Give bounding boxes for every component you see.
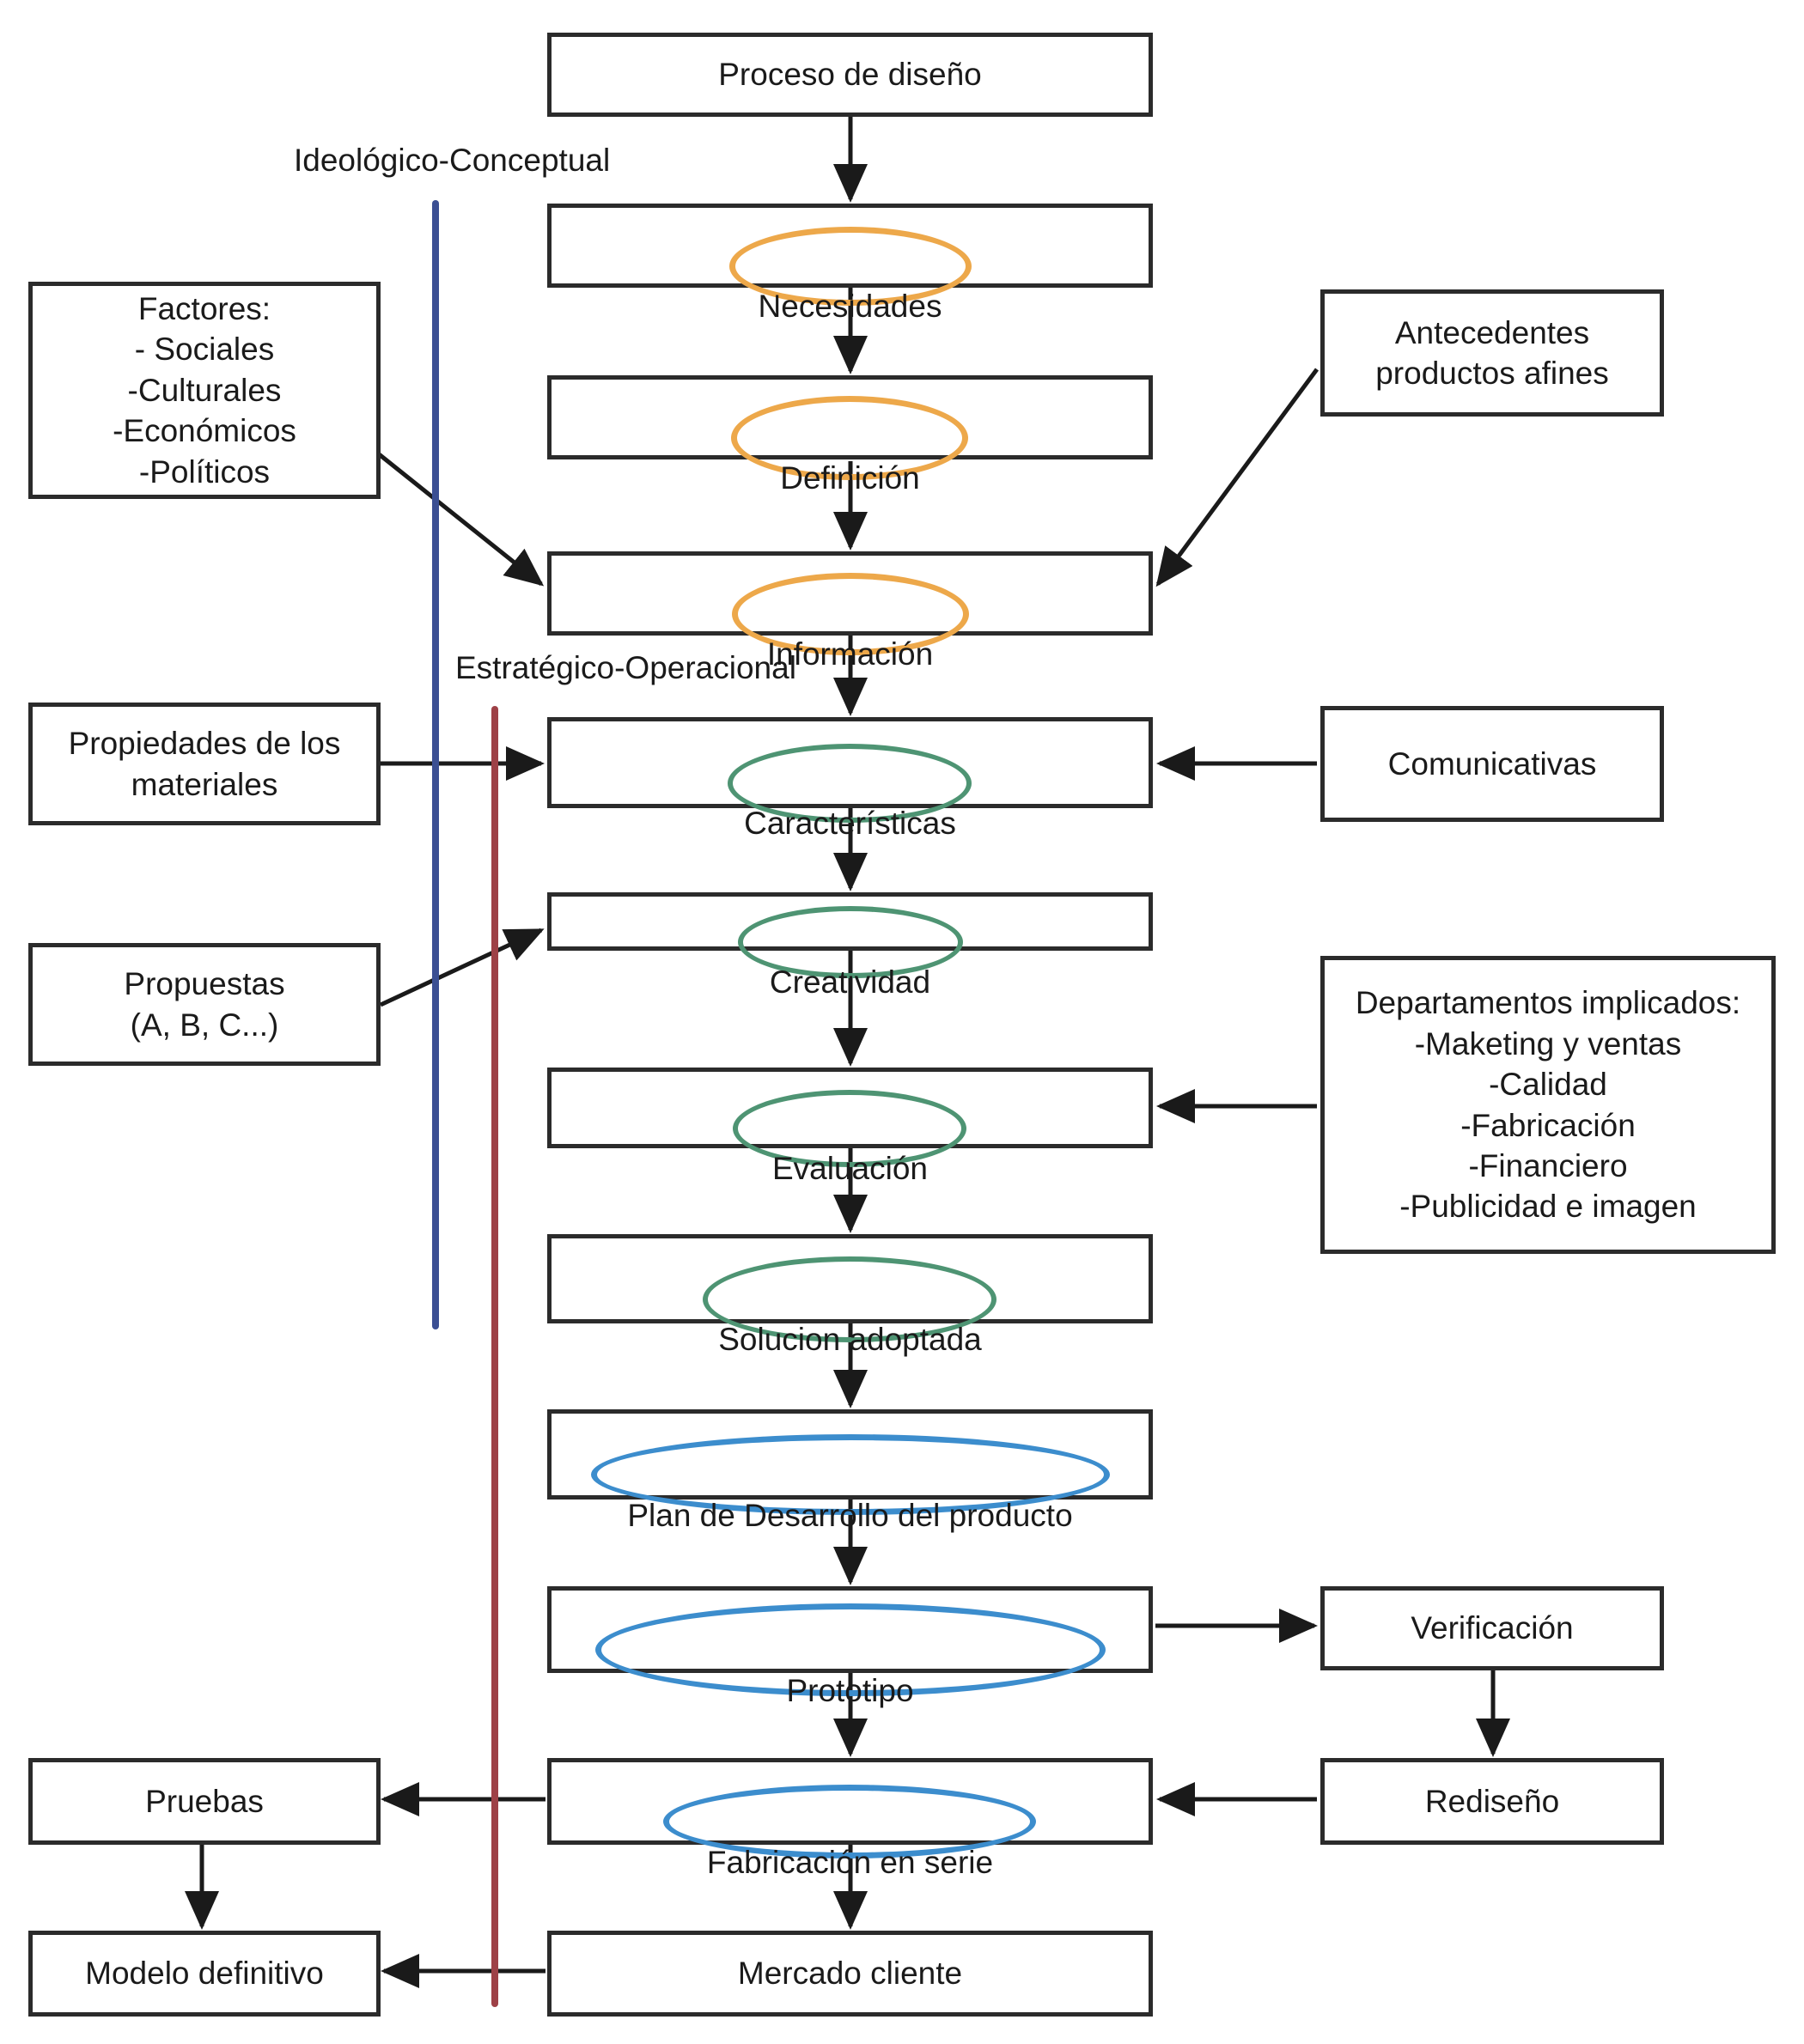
phase-divider-estrategico	[491, 706, 498, 2007]
highlight-ellipse-operational: Evaluación	[733, 1068, 967, 1189]
node-pruebas[interactable]: Pruebas	[28, 1758, 381, 1845]
node-proceso-de-diseno[interactable]: Proceso de diseño	[547, 33, 1153, 117]
node-prototipo[interactable]: Prototipo	[547, 1586, 1153, 1708]
node-plan-de-desarrollo[interactable]: Plan de Desarrollo del producto	[547, 1409, 1153, 1533]
node-label: Solucion adoptada	[718, 1322, 982, 1358]
node-verificacion[interactable]: Verificación	[1320, 1586, 1664, 1670]
node-label: Proceso de diseño	[718, 57, 982, 93]
node-antecedentes[interactable]: Antecedentes productos afines	[1320, 289, 1664, 417]
highlight-ellipse-conceptual: Necesidades	[728, 205, 972, 327]
node-label: Factores: - Sociales -Culturales -Económ…	[113, 291, 296, 490]
node-label: Características	[744, 806, 956, 842]
node-propiedades-materiales[interactable]: Propiedades de los materiales	[28, 703, 381, 825]
node-label: Prototipo	[786, 1672, 914, 1708]
arrow-antecedentes-to-informacion	[1155, 368, 1319, 587]
node-label: Fabricación en serie	[706, 1844, 994, 1880]
node-comunicativas[interactable]: Comunicativas	[1320, 706, 1664, 822]
node-label: Creatividad	[769, 964, 931, 1001]
highlight-ellipse-development: Fabricación en serie	[663, 1761, 1037, 1883]
highlight-ellipse-development: Prototipo	[594, 1589, 1106, 1711]
node-label: Propiedades de los materiales	[68, 726, 341, 802]
node-evaluacion[interactable]: Evaluación	[547, 1068, 1153, 1186]
highlight-ellipse-conceptual: Definición	[731, 377, 969, 499]
node-label: Antecedentes productos afines	[1375, 314, 1609, 391]
phase-label-ideologico: Ideológico-Conceptual	[294, 143, 611, 178]
highlight-ellipse-operational: Solucion adoptada	[703, 1238, 997, 1360]
highlight-ellipse-operational: Creatividad	[737, 881, 963, 1003]
node-necesidades[interactable]: Necesidades	[547, 204, 1153, 324]
node-propuestas[interactable]: Propuestas (A, B, C...)	[28, 943, 381, 1066]
node-label: Propuestas (A, B, C...)	[124, 966, 285, 1043]
node-mercado-cliente[interactable]: Mercado cliente	[547, 1931, 1153, 2017]
node-label: Comunicativas	[1387, 745, 1597, 782]
node-label: Evaluación	[771, 1151, 928, 1187]
node-creatividad[interactable]: Creatividad	[547, 892, 1153, 1000]
highlight-ellipse-development: Plan de Desarrollo del producto	[590, 1414, 1110, 1536]
node-solucion-adoptada[interactable]: Solucion adoptada	[547, 1234, 1153, 1357]
highlight-ellipse-conceptual: Información	[731, 553, 969, 675]
node-label: Departamentos implicados: -Maketing y ve…	[1355, 985, 1741, 1225]
node-label: Rediseño	[1424, 1783, 1560, 1819]
node-departamentos[interactable]: Departamentos implicados: -Maketing y ve…	[1320, 956, 1776, 1254]
highlight-ellipse-operational: Características	[728, 722, 972, 844]
node-label: Pruebas	[145, 1783, 264, 1819]
node-caracteristicas[interactable]: Características	[547, 717, 1153, 841]
node-label: Definición	[780, 460, 920, 496]
arrow-factores-to-informacion	[376, 452, 545, 587]
phase-label-estrategico: Estratégico-Operacional	[455, 650, 796, 685]
node-label: Modelo definitivo	[85, 1956, 324, 1992]
phase-divider-ideologico	[432, 200, 439, 1329]
node-label: Mercado cliente	[737, 1956, 963, 1992]
node-label: Plan de Desarrollo del producto	[627, 1497, 1073, 1533]
node-label: Información	[766, 636, 934, 672]
node-factores[interactable]: Factores: - Sociales -Culturales -Económ…	[28, 282, 381, 499]
node-label: Necesidades	[758, 289, 942, 325]
node-informacion[interactable]: Información	[547, 551, 1153, 672]
node-definicion[interactable]: Definición	[547, 375, 1153, 496]
node-modelo-definitivo[interactable]: Modelo definitivo	[28, 1931, 381, 2017]
arrow-propuestas-to-creatividad	[379, 928, 545, 1007]
node-label: Verificación	[1411, 1610, 1574, 1646]
node-fabricacion-en-serie[interactable]: Fabricación en serie	[547, 1758, 1153, 1880]
node-rediseno[interactable]: Rediseño	[1320, 1758, 1664, 1845]
